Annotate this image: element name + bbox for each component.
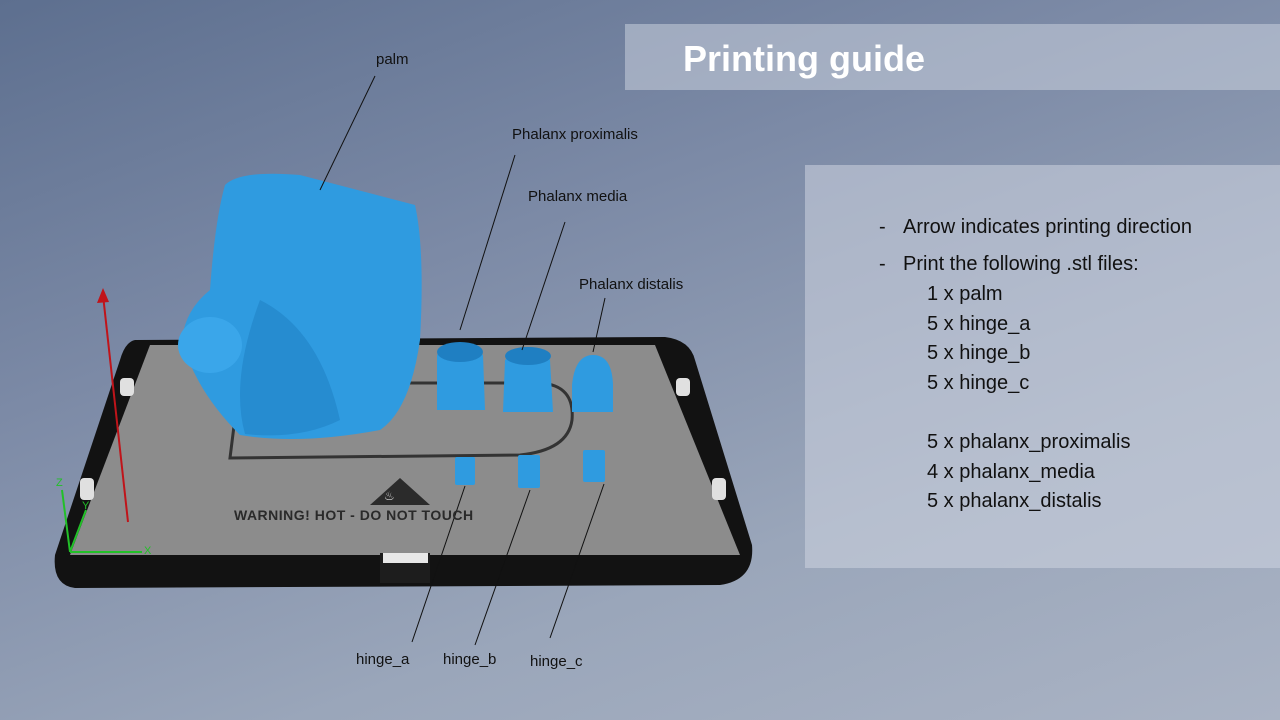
label-hinge-a: hinge_a <box>356 651 410 668</box>
hinge-a-model <box>455 457 475 485</box>
hinge-b-model <box>518 455 540 488</box>
bullet-dash: - <box>879 216 886 238</box>
file-list-item: 5 x phalanx_distalis <box>927 490 1102 512</box>
axis-y-label: Y <box>82 500 90 512</box>
callout-line-media <box>521 221 566 351</box>
arrow-head-icon <box>97 288 109 303</box>
y-axis <box>69 509 87 553</box>
file-list-item: 4 x phalanx_media <box>927 461 1095 483</box>
phalanx-distalis-model <box>572 355 613 412</box>
title-banner: Printing guide <box>625 24 1280 90</box>
bed-clip <box>383 553 428 563</box>
phalanx-media-model <box>503 351 553 412</box>
bed-clip <box>120 378 134 396</box>
file-list-item: 5 x hinge_a <box>927 313 1031 335</box>
callout-line-hinge-a <box>411 485 466 643</box>
instruction-print-files: Print the following .stl files: <box>903 253 1139 275</box>
bed-clip <box>676 378 690 396</box>
bed-clip <box>712 478 726 500</box>
bed-clip <box>80 478 94 500</box>
label-phalanx-media: Phalanx media <box>528 188 628 205</box>
file-list-item: 5 x phalanx_proximalis <box>927 431 1131 453</box>
label-phalanx-proximalis: Phalanx proximalis <box>512 126 638 143</box>
palm-end-cap <box>178 317 242 373</box>
callout-line-hinge-b <box>474 489 531 646</box>
callout-line-palm <box>319 75 376 191</box>
instructions-panel: - Arrow indicates printing direction - P… <box>805 165 1280 568</box>
callout-line-hinge-c <box>549 483 605 639</box>
label-phalanx-distalis: Phalanx distalis <box>579 276 684 293</box>
svg-text:♨: ♨ <box>384 489 395 503</box>
file-list-item: 1 x palm <box>927 283 1003 305</box>
page-title: Printing guide <box>683 38 925 79</box>
file-list-item: 5 x hinge_c <box>927 372 1030 394</box>
heat-warning-icon <box>370 478 430 505</box>
file-list-item: 5 x hinge_b <box>927 342 1031 364</box>
bullet-dash: - <box>879 253 886 275</box>
hinge-c-model <box>583 450 605 482</box>
z-axis <box>61 489 71 553</box>
instruction-arrow-direction: Arrow indicates printing direction <box>903 216 1193 238</box>
bed-warning-text: WARNING! HOT - DO NOT TOUCH <box>234 507 474 523</box>
axis-z-label: Z <box>56 477 63 489</box>
axis-x-label: X <box>144 545 152 557</box>
label-hinge-b: hinge_b <box>443 651 497 668</box>
print-direction-arrow <box>102 294 129 523</box>
callout-line-distalis <box>592 297 606 353</box>
phalanx-proximalis-model <box>437 345 485 410</box>
palm-shade <box>240 300 340 436</box>
label-hinge-c: hinge_c <box>530 653 583 670</box>
label-palm: palm <box>376 51 409 68</box>
callout-line-proximalis <box>459 154 516 331</box>
